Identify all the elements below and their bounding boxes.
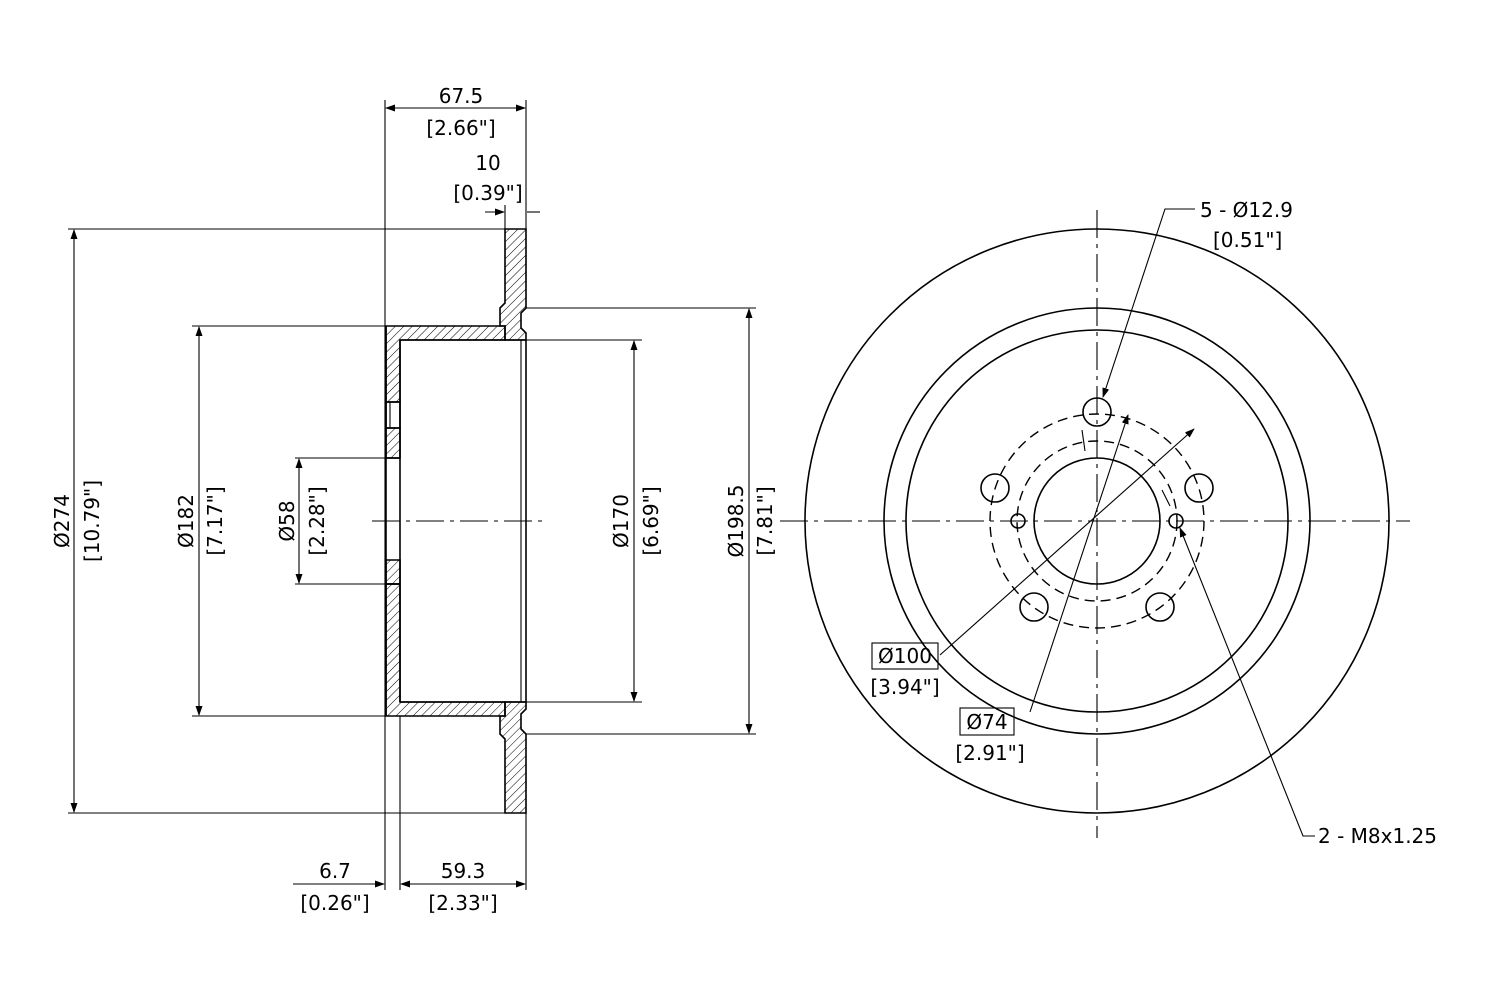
rotor-outer-edge bbox=[804, 228, 1390, 814]
leader-pilot-circle bbox=[1029, 414, 1129, 713]
lug-hole-4 bbox=[1019, 592, 1049, 622]
hat-outer-diameter-in: [7.81"] bbox=[753, 486, 777, 555]
lug-hole-3 bbox=[1145, 592, 1175, 622]
hat-diameter-in: [7.17"] bbox=[203, 486, 227, 555]
center-bore-in: [2.28"] bbox=[305, 486, 329, 555]
outer-diameter-in: [10.79"] bbox=[80, 480, 104, 562]
drum-inner-edge bbox=[905, 329, 1289, 713]
pilot-circle-box bbox=[959, 707, 1015, 736]
hub-flange-bottom-section bbox=[385, 559, 401, 585]
pilot-circle-mm: Ø74 bbox=[966, 710, 1007, 734]
threaded-hole-left bbox=[1010, 513, 1026, 529]
lug-hole-2 bbox=[1184, 473, 1214, 503]
lug-holes-in: [0.51"] bbox=[1213, 228, 1282, 252]
bolt-circle bbox=[989, 413, 1205, 629]
bolt-circle-in: [3.94"] bbox=[870, 675, 939, 699]
drum-diameter-mm: Ø170 bbox=[609, 494, 633, 548]
hat-wall-top-section bbox=[385, 325, 506, 403]
drum-diameter-in: [6.69"] bbox=[639, 486, 663, 555]
lug-hole-1 bbox=[1082, 397, 1112, 427]
hat-wall-bottom-section bbox=[385, 583, 506, 717]
hat-outer-diameter-mm: Ø198.5 bbox=[724, 485, 748, 558]
center-bore-circle bbox=[1033, 457, 1161, 585]
side-section-view: 67.5 [2.66"] 10 [0.39"] Ø274 [10.79"] Ø1… bbox=[50, 84, 777, 915]
hat-height-in: [2.33"] bbox=[428, 891, 497, 915]
center-bore-mm: Ø58 bbox=[275, 500, 299, 541]
lug-holes-mm: 5 - Ø12.9 bbox=[1200, 198, 1293, 222]
disc-thickness-mm: 10 bbox=[475, 151, 500, 175]
stud-hole-section bbox=[385, 401, 401, 429]
leader-bolt-circle bbox=[939, 428, 1195, 656]
hub-thickness-mm: 6.7 bbox=[319, 859, 351, 883]
pilot-circle-in: [2.91"] bbox=[955, 741, 1024, 765]
overall-width-mm: 67.5 bbox=[439, 84, 484, 108]
hub-thickness-in: [0.26"] bbox=[300, 891, 369, 915]
threaded-holes-label: 2 - M8x1.25 bbox=[1318, 824, 1437, 848]
lug-hole-5 bbox=[980, 473, 1010, 503]
leader-threaded-holes bbox=[1179, 527, 1315, 837]
hat-outer-edge bbox=[883, 307, 1311, 735]
hat-diameter-mm: Ø182 bbox=[174, 494, 198, 548]
bolt-circle-mm: Ø100 bbox=[878, 644, 932, 668]
front-view: 5 - Ø12.9 [0.51"] Ø100 [3.94"] Ø74 [2.91… bbox=[780, 198, 1437, 848]
hat-height-mm: 59.3 bbox=[441, 859, 486, 883]
disc-thickness-in: [0.39"] bbox=[453, 181, 522, 205]
friction-ring-top-section bbox=[499, 228, 527, 341]
overall-width-in: [2.66"] bbox=[426, 116, 495, 140]
hub-flange-top-section bbox=[385, 427, 401, 459]
friction-ring-bottom-section bbox=[499, 701, 527, 814]
pilot-circle bbox=[1016, 440, 1178, 602]
leader-lug-holes bbox=[1102, 208, 1195, 398]
threaded-hole-right bbox=[1168, 513, 1184, 529]
bolt-circle-box bbox=[871, 642, 939, 670]
outer-diameter-mm: Ø274 bbox=[50, 494, 74, 548]
